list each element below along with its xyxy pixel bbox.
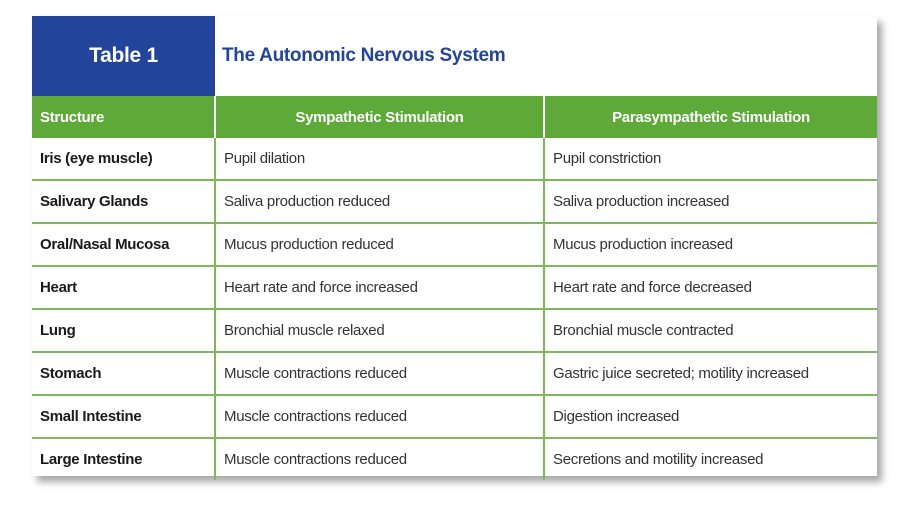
cell-parasympathetic: Heart rate and force decreased [544,266,877,310]
data-table: Structure Sympathetic Stimulation Parasy… [32,96,877,480]
cell-structure: Heart [32,266,216,310]
header-sympathetic: Sympathetic Stimulation [215,96,545,138]
cell-parasympathetic: Bronchial muscle contracted [544,309,877,353]
table-row: Salivary Glands Saliva production reduce… [32,180,877,224]
cell-sympathetic: Heart rate and force increased [215,266,545,310]
cell-parasympathetic: Secretions and motility increased [553,451,764,468]
cell-structure: Small Intestine [32,395,216,439]
cell-structure: Lung [32,309,216,353]
cell-sympathetic: Muscle contractions reduced [215,395,545,439]
table-card: Table 1 The Autonomic Nervous System Str… [32,16,877,480]
cell-parasympathetic: Mucus production increased [544,223,877,267]
cell-structure: Iris (eye muscle) [32,138,216,181]
table-row: Small Intestine Muscle contractions redu… [32,395,877,439]
cell-sympathetic: Bronchial muscle relaxed [215,309,545,353]
header-row: Structure Sympathetic Stimulation Parasy… [32,96,877,138]
cell-sympathetic: Saliva production reduced [215,180,545,224]
table-row: Oral/Nasal Mucosa Mucus production reduc… [32,223,877,267]
cell-parasympathetic: Digestion increased [544,395,877,439]
table-row: Heart Heart rate and force increased Hea… [32,266,877,310]
header-parasympathetic: Parasympathetic Stimulation [544,96,877,138]
cell-sympathetic: Muscle contractions reduced [215,352,545,396]
cell-structure: Large Intestine [32,438,216,480]
table-row: Large Intestine Muscle contractions redu… [32,438,877,480]
table-row: Lung Bronchial muscle relaxed Bronchial … [32,309,877,353]
cell-parasympathetic: Pupil constriction [544,138,877,181]
cell-sympathetic: Mucus production reduced [215,223,545,267]
cell-structure: Salivary Glands [32,180,216,224]
cell-sympathetic: Muscle contractions reduced [215,438,545,480]
cell-sympathetic: Pupil dilation [215,138,545,181]
header-structure: Structure [32,96,216,138]
cell-structure: Oral/Nasal Mucosa [32,223,216,267]
cell-parasympathetic: Saliva production increased [544,180,877,224]
title-row: Table 1 The Autonomic Nervous System [32,16,877,96]
table-label: Table 1 [32,16,215,96]
table-row: Stomach Muscle contractions reduced Gast… [32,352,877,396]
table-title: The Autonomic Nervous System [215,16,877,96]
cell-parasympathetic: Gastric juice secreted; motility increas… [544,352,877,396]
cell-structure: Stomach [32,352,216,396]
table-row: Iris (eye muscle) Pupil dilation Pupil c… [32,138,877,181]
